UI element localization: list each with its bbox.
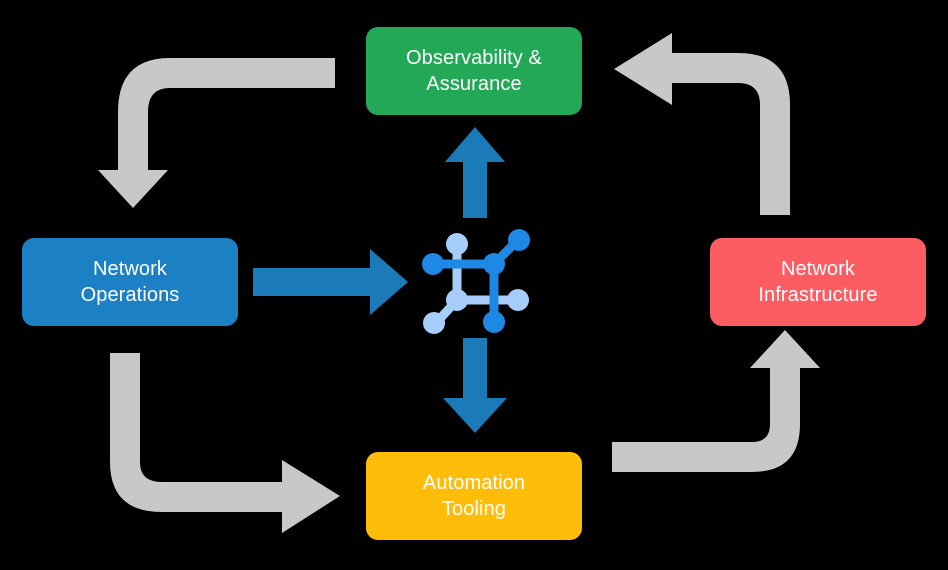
arrow-center-to-automation xyxy=(443,338,507,433)
topology-light-nodes xyxy=(423,233,529,334)
node-network-operations[interactable]: Network Operations xyxy=(22,238,238,326)
arrow-operations-to-center xyxy=(253,249,408,315)
arrow-observability-to-operations xyxy=(98,58,335,208)
node-network-operations-label: Network Operations xyxy=(80,257,180,306)
node-network-infrastructure[interactable]: Network Infrastructure xyxy=(710,238,926,326)
node-automation-tooling-label: Automation Tooling xyxy=(422,471,526,520)
node-automation-tooling[interactable]: Automation Tooling xyxy=(366,452,582,540)
network-topology-icon xyxy=(418,218,536,336)
arrow-operations-to-automation xyxy=(110,353,340,533)
node-observability-assurance[interactable]: Observability & Assurance xyxy=(366,27,582,115)
topology-dark-nodes xyxy=(422,229,530,333)
node-network-infrastructure-label: Network Infrastructure xyxy=(758,257,878,306)
node-observability-assurance-label: Observability & Assurance xyxy=(406,46,542,95)
arrow-infrastructure-to-observability xyxy=(614,33,790,215)
arrow-center-to-observability xyxy=(445,127,505,218)
arrow-automation-to-infrastructure xyxy=(612,330,820,472)
